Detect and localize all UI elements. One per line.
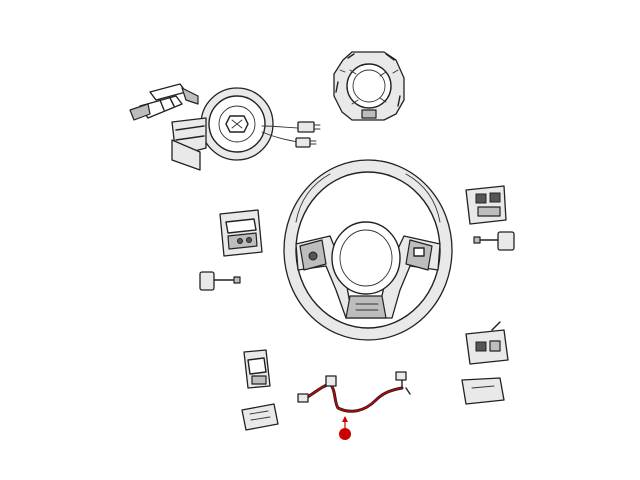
- lower-right-cover: [461, 377, 505, 405]
- clockspring-module: [333, 51, 405, 121]
- lower-right-switch: [465, 321, 509, 365]
- lower-left-cover: [241, 403, 279, 431]
- callout-marker: [339, 416, 351, 440]
- steering-wheel: [283, 159, 453, 341]
- right-steering-wheel-switch: [465, 185, 507, 225]
- left-steering-wheel-switch: [219, 209, 263, 257]
- left-switch-connector: [199, 271, 241, 291]
- lower-left-switch: [243, 349, 271, 389]
- right-switch-connector: [473, 231, 515, 251]
- wiring-harness: [297, 371, 411, 413]
- steering-column-switch: [129, 83, 321, 171]
